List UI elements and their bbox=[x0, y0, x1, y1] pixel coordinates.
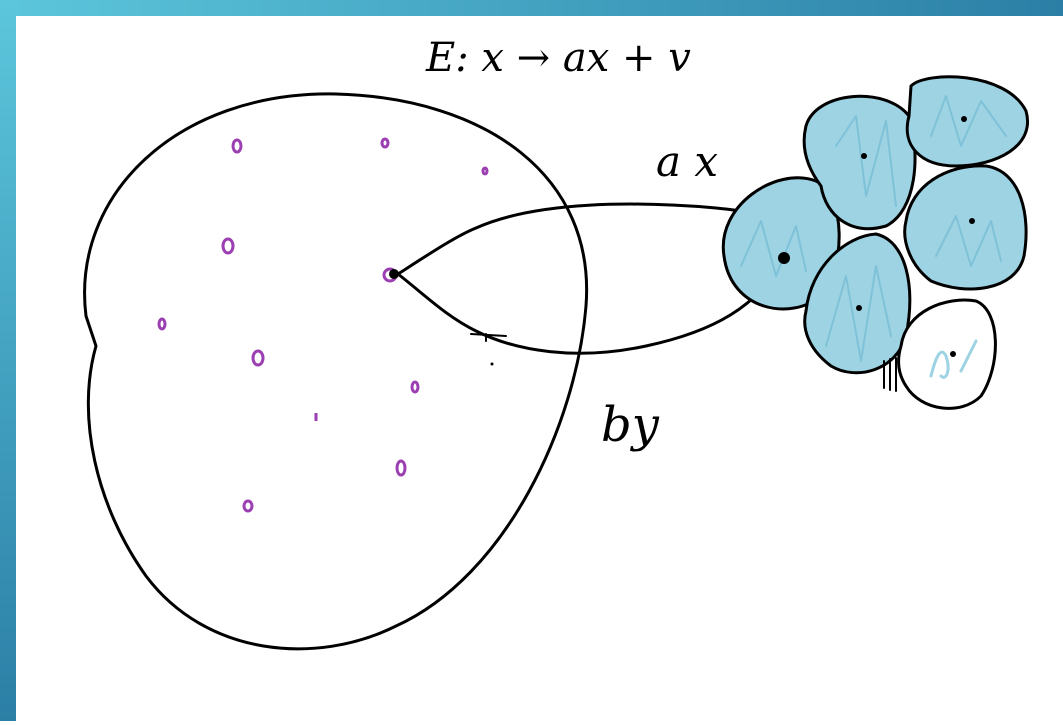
point bbox=[231, 138, 243, 154]
lower-map-curve bbox=[396, 259, 786, 355]
frame-top-bar bbox=[0, 0, 1063, 16]
upper-arrow-label: a x bbox=[656, 137, 718, 186]
cell-shading-strokes bbox=[929, 339, 978, 379]
point bbox=[157, 317, 167, 331]
diagram-svg: E: x → ax + v a x by bbox=[83, 35, 1029, 651]
point bbox=[221, 237, 235, 255]
point bbox=[380, 137, 390, 149]
frame-left-bar bbox=[0, 0, 16, 721]
source-point bbox=[389, 269, 399, 279]
cell-center-dot bbox=[969, 218, 975, 224]
cluster-cell bbox=[903, 164, 1028, 291]
cell-center-dot bbox=[961, 116, 967, 122]
stray-dot bbox=[490, 362, 494, 366]
cell-center-dot bbox=[856, 305, 862, 311]
formula-label: E: x → ax + v bbox=[425, 35, 691, 81]
right-cluster bbox=[721, 75, 1029, 410]
cluster-cell bbox=[897, 298, 997, 410]
cell-center-dot bbox=[861, 153, 867, 159]
point bbox=[395, 459, 407, 477]
point bbox=[251, 349, 265, 367]
point bbox=[410, 380, 420, 394]
lower-curve-mark bbox=[470, 333, 507, 342]
cluster-cell bbox=[905, 75, 1029, 168]
cluster-cell bbox=[803, 232, 912, 375]
left-points bbox=[157, 137, 489, 513]
cell-hatch-marks bbox=[883, 357, 897, 392]
cell-center-dot-target bbox=[778, 252, 790, 264]
cluster-cell-target bbox=[721, 176, 841, 311]
upper-map-curve bbox=[396, 202, 778, 276]
cell-hatch-strokes bbox=[740, 95, 1007, 362]
point bbox=[242, 499, 254, 513]
drawing-canvas: E: x → ax + v a x by bbox=[16, 16, 1063, 721]
cell-center-dot bbox=[950, 351, 956, 357]
lower-arrow-label: by bbox=[601, 397, 660, 453]
left-region-outline bbox=[83, 92, 589, 651]
point bbox=[481, 166, 489, 176]
